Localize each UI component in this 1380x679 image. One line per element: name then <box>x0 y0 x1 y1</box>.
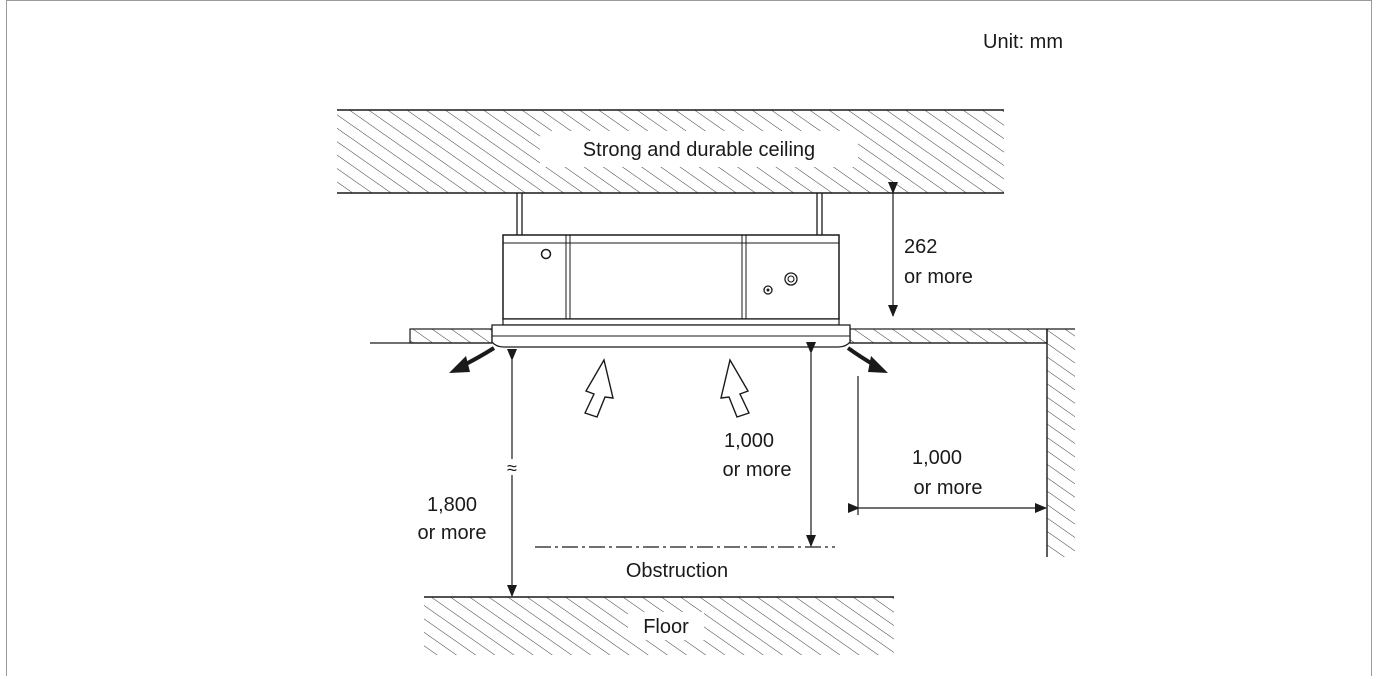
ceiling-label: Strong and durable ceiling <box>583 139 815 161</box>
obstruction-distance-note: or more <box>723 459 792 481</box>
ceiling-gap-value: 262 <box>904 236 937 258</box>
floor-height-note: or more <box>418 522 487 544</box>
figure-frame <box>6 0 1372 676</box>
discharge-arrow-left-icon <box>449 356 470 373</box>
discharge-arrow-right-icon <box>868 356 888 373</box>
wall-distance-value: 1,000 <box>912 447 962 469</box>
wall-distance-note: or more <box>914 477 983 499</box>
break-mark: ≈ <box>507 458 517 478</box>
intake-arrow-icon <box>720 358 750 418</box>
obstruction-line: Obstruction <box>535 546 835 582</box>
drain-port-icon <box>540 248 552 260</box>
dimension-ceiling-gap: 262 or more <box>888 182 973 317</box>
ceiling-gap-note: or more <box>904 266 973 288</box>
floor-label: Floor <box>643 616 689 638</box>
indoor-unit <box>502 234 840 326</box>
side-wall <box>1046 328 1075 557</box>
discharge-airflow-arrows <box>449 346 888 373</box>
unit-label: Unit: mm <box>983 31 1063 53</box>
floor-slab: Floor <box>424 596 894 655</box>
dimension-obstruction: 1,000 or more <box>723 342 816 547</box>
floor-height-value: 1,800 <box>427 494 477 516</box>
intake-airflow-arrows <box>584 358 750 418</box>
obstruction-distance-value: 1,000 <box>724 430 774 452</box>
ceiling-slab: Strong and durable ceiling <box>337 109 1004 194</box>
false-ceiling <box>370 324 1048 348</box>
obstruction-label: Obstruction <box>626 560 728 582</box>
dimension-floor-height: ≈ 1,800 or more <box>418 349 522 597</box>
dimension-wall: 1,000 or more <box>848 376 1047 515</box>
intake-arrow-icon <box>584 358 614 418</box>
